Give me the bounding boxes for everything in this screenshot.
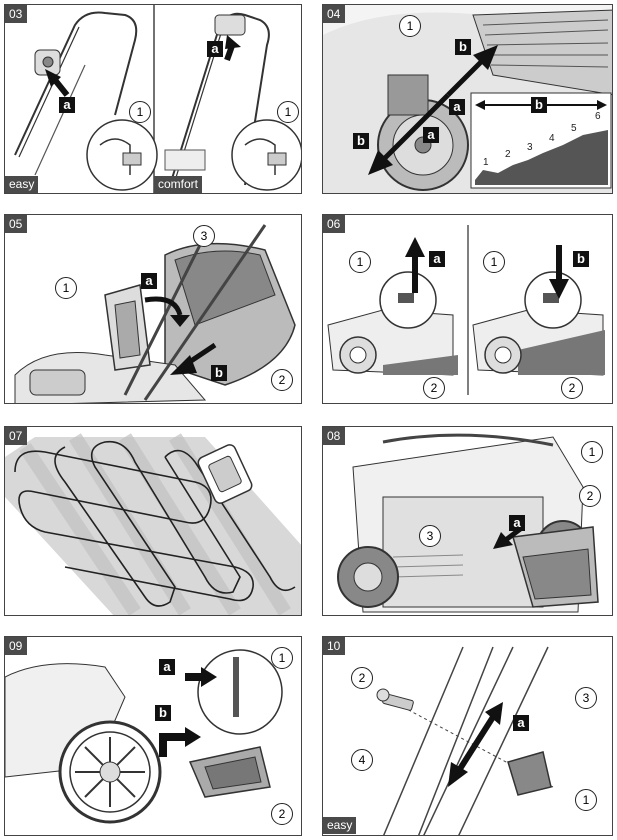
label-a: a bbox=[423, 127, 439, 143]
panel-number: 08 bbox=[323, 427, 346, 445]
mulch-flap-illustration bbox=[327, 225, 605, 395]
callout-4: 4 bbox=[351, 749, 373, 771]
callout-1: 1 bbox=[129, 101, 151, 123]
callout-2: 2 bbox=[561, 377, 583, 399]
label-b: b bbox=[353, 133, 369, 149]
callout-3: 3 bbox=[419, 525, 441, 547]
label-b: b bbox=[155, 705, 171, 721]
panel-number: 04 bbox=[323, 5, 346, 23]
scale-number-3: 3 bbox=[527, 142, 533, 153]
callout-1: 1 bbox=[399, 15, 421, 37]
panel-04: 04 1 b a a b b 1 2 3 4 5 6 bbox=[322, 4, 613, 194]
label-a: a bbox=[513, 715, 529, 731]
callout-2: 2 bbox=[579, 485, 601, 507]
label-a: a bbox=[509, 515, 525, 531]
mowing-pattern-illustration bbox=[5, 433, 301, 615]
label-b: b bbox=[573, 251, 589, 267]
scale-label-b: b bbox=[531, 97, 547, 113]
callout-1: 1 bbox=[483, 251, 505, 273]
panel-number: 06 bbox=[323, 215, 346, 233]
label-b: b bbox=[211, 365, 227, 381]
label-b: b bbox=[455, 39, 471, 55]
scale-number-5: 5 bbox=[571, 123, 577, 134]
handle-assembly-illustration bbox=[376, 646, 554, 835]
callout-1: 1 bbox=[575, 789, 597, 811]
panel-number: 07 bbox=[5, 427, 28, 445]
scale-number-1: 1 bbox=[483, 157, 489, 168]
panel-10: 10 1 2 3 4 a easy bbox=[322, 636, 613, 836]
callout-2: 2 bbox=[271, 369, 293, 391]
callout-1: 1 bbox=[277, 101, 299, 123]
grass-bag-illustration bbox=[14, 224, 296, 403]
callout-1: 1 bbox=[349, 251, 371, 273]
panel-05: 05 1 2 3 a b bbox=[4, 214, 302, 404]
callout-1: 1 bbox=[55, 277, 77, 299]
cutting-height-illustration bbox=[323, 5, 612, 193]
caption-easy: easy bbox=[5, 176, 39, 193]
panel-09: 09 1 2 a b bbox=[4, 636, 302, 836]
scale-number-4: 4 bbox=[549, 133, 555, 144]
callout-3: 3 bbox=[193, 225, 215, 247]
panel-06: 06 1 1 2 2 a b bbox=[322, 214, 613, 404]
callout-3: 3 bbox=[575, 687, 597, 709]
callout-1: 1 bbox=[581, 441, 603, 463]
label-a: a bbox=[159, 659, 175, 675]
scale-number-6: 6 bbox=[595, 111, 601, 122]
callout-1: 1 bbox=[271, 647, 293, 669]
panel-number: 03 bbox=[5, 5, 28, 23]
callout-2: 2 bbox=[351, 667, 373, 689]
label-a: a bbox=[141, 273, 157, 289]
collection-box-illustration bbox=[337, 433, 599, 613]
scale-number-2: 2 bbox=[505, 149, 511, 160]
rear-flap-illustration bbox=[5, 649, 283, 824]
label-a: a bbox=[207, 41, 223, 57]
panel-03: 03 a a 1 1 easy comfort bbox=[4, 4, 302, 194]
panel-08: 08 1 2 3 a bbox=[322, 426, 613, 616]
caption-comfort: comfort bbox=[154, 176, 203, 193]
label-a: a bbox=[429, 251, 445, 267]
panel-number: 10 bbox=[323, 637, 346, 655]
callout-2: 2 bbox=[423, 377, 445, 399]
panel-number: 05 bbox=[5, 215, 28, 233]
caption-easy: easy bbox=[323, 817, 357, 834]
handle-illustration bbox=[14, 5, 301, 193]
panel-07: 07 bbox=[4, 426, 302, 616]
callout-2: 2 bbox=[271, 803, 293, 825]
label-a: a bbox=[59, 97, 75, 113]
label-a: a bbox=[449, 99, 465, 115]
panel-number: 09 bbox=[5, 637, 28, 655]
